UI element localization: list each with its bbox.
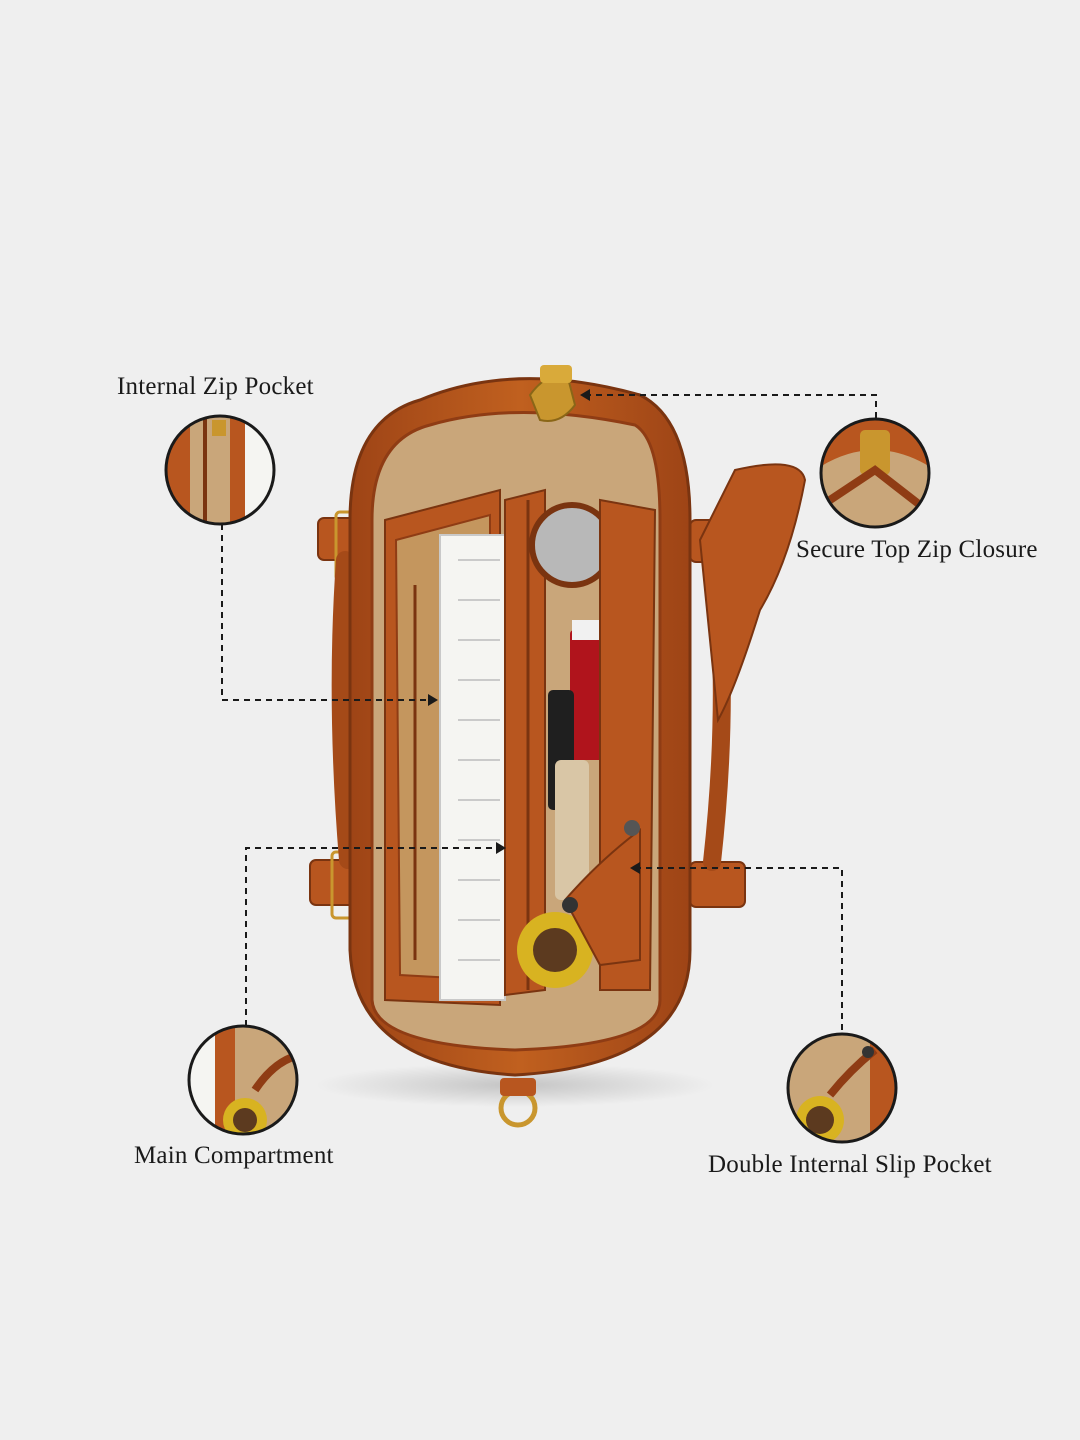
label-double-internal-slip-pocket: Double Internal Slip Pocket (708, 1151, 992, 1178)
label-secure-top-zip-closure: Secure Top Zip Closure (796, 536, 1038, 563)
leader-arrowheads (428, 389, 640, 874)
label-main-compartment: Main Compartment (134, 1142, 334, 1169)
detail-double-slip-pocket (786, 1032, 898, 1144)
bag-body (348, 365, 692, 1077)
detail-secure-top-zip (819, 417, 931, 529)
label-internal-zip-pocket: Internal Zip Pocket (117, 373, 314, 400)
detail-main-compartment (187, 1024, 299, 1136)
detail-internal-zip-pocket (164, 414, 276, 526)
leader-lines (221, 394, 877, 1034)
